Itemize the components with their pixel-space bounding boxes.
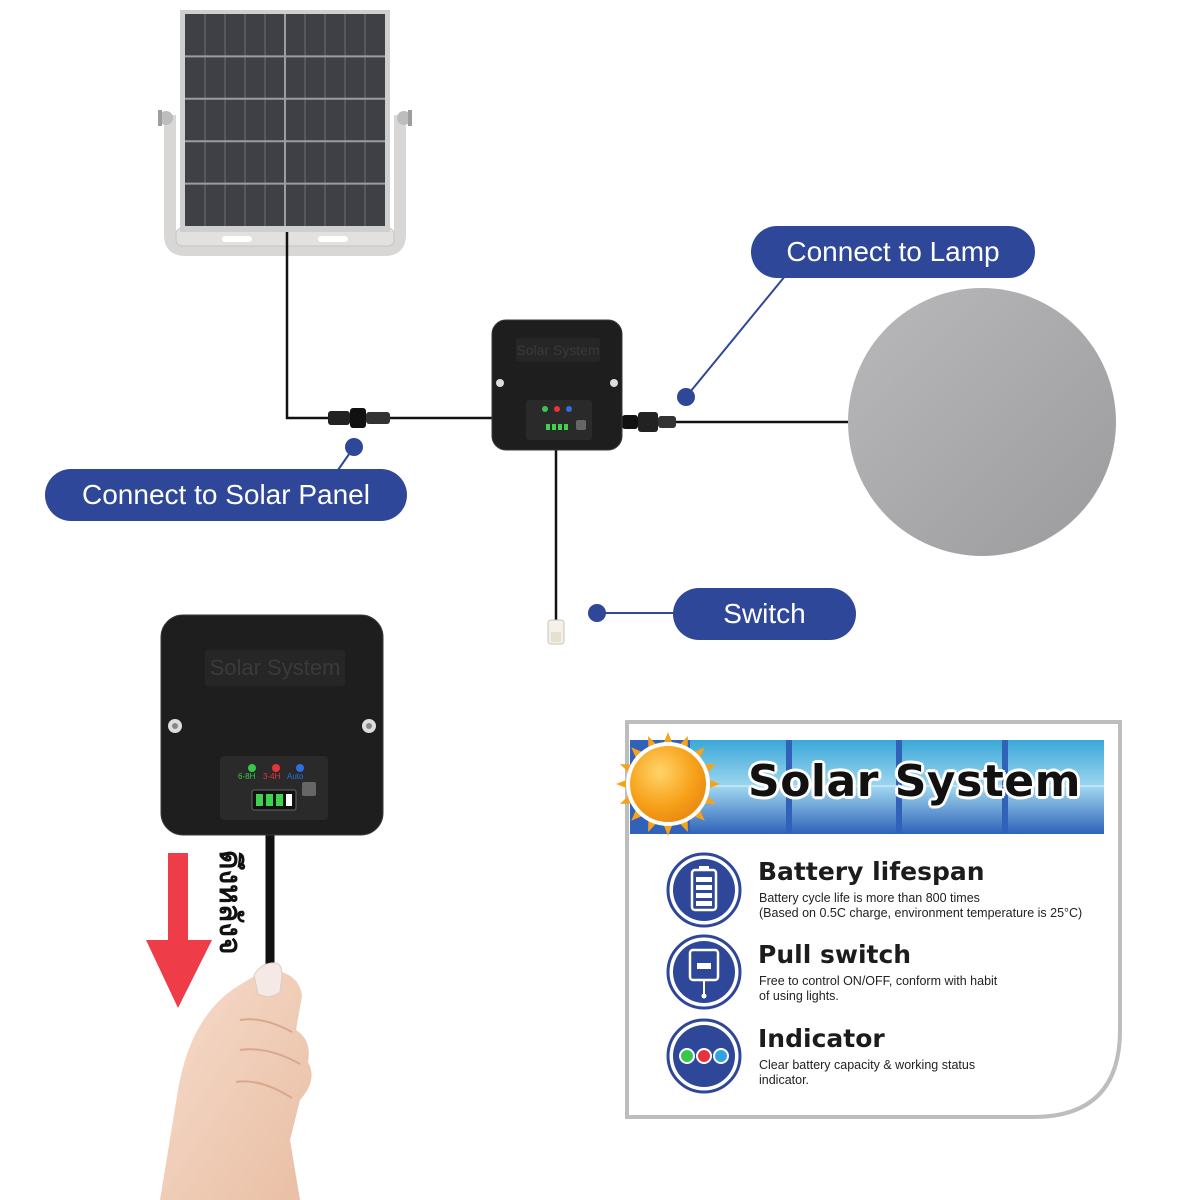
feature-desc-line: Free to control ON/OFF, conform with hab… (759, 974, 998, 988)
battery-icon (666, 852, 742, 928)
feature-desc-line: Clear battery capacity & working status (759, 1058, 976, 1072)
solar-panel (158, 10, 412, 256)
feature-card-frame (625, 720, 1122, 1119)
feature-title-indicator: Indicator (758, 1024, 885, 1053)
feature-title-pull-switch: Pull switch (758, 940, 912, 969)
lamp (848, 288, 1116, 556)
feature-desc-indicator: Clear battery capacity & working status … (759, 1058, 1109, 1088)
callout-leaders (337, 269, 791, 622)
feature-desc-line: indicator. (759, 1073, 810, 1087)
feature-desc-line: Battery cycle life is more than 800 time… (759, 891, 980, 905)
indicator-light-2 (272, 764, 280, 772)
indicator-label-3: Auto (287, 772, 304, 781)
feature-desc-battery: Battery cycle life is more than 800 time… (759, 891, 1109, 921)
hand-image (160, 962, 312, 1200)
sun-icon (616, 732, 720, 836)
feature-card-title: Solar System (748, 756, 1081, 807)
waterproof-connector (328, 408, 390, 428)
feature-desc-line: of using lights. (759, 989, 839, 1003)
callout-connect-to-lamp: Connect to Lamp (751, 226, 1035, 278)
controller-box-large: Solar System (160, 614, 384, 836)
callout-switch: Switch (673, 588, 856, 640)
pull-down-arrow (146, 853, 212, 1008)
indicator-lights-icon (666, 1018, 742, 1094)
controller-box-small: Solar System (491, 319, 623, 451)
feature-title-battery: Battery lifespan (758, 857, 985, 886)
feature-desc-pull-switch: Free to control ON/OFF, conform with hab… (759, 974, 1109, 1004)
pull-switch-toggle[interactable] (547, 619, 565, 645)
indicator-label-1: 6-8H (238, 772, 256, 781)
pull-instruction-label: ดึงหลังจ (212, 850, 247, 955)
callout-connect-to-solar-panel: Connect to Solar Panel (45, 469, 407, 521)
indicator-label-2: 3-4H (263, 772, 281, 781)
lamp-connector (622, 412, 676, 432)
pull-switch-icon (666, 934, 742, 1010)
indicator-light-3 (296, 764, 304, 772)
controller-small-label: Solar System (516, 342, 599, 358)
feature-desc-line: (Based on 0.5C charge, environment tempe… (759, 906, 1083, 920)
cables (265, 232, 848, 965)
indicator-light-1 (248, 764, 256, 772)
controller-large-label: Solar System (210, 655, 341, 680)
